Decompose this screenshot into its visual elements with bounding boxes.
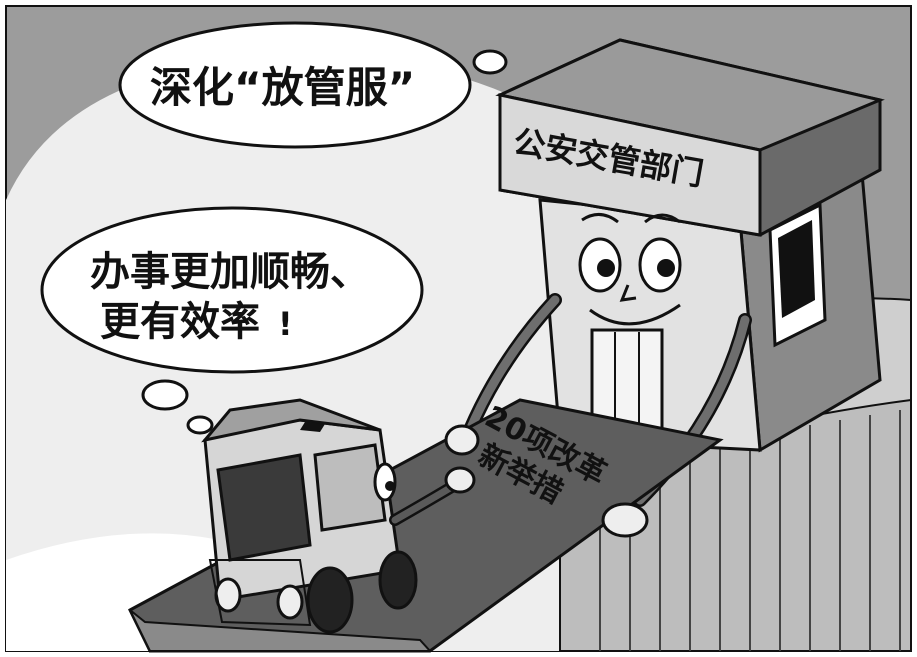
- car-windshield: [216, 453, 312, 562]
- car-front-panel: [208, 559, 312, 627]
- thought-dot-large: [141, 379, 189, 411]
- car-wheel-back: [378, 550, 418, 610]
- car-roof-light: [300, 422, 325, 432]
- car-hand: [444, 466, 476, 494]
- left-bubble-exclaim: !: [278, 305, 293, 343]
- left-bubble-line-2: 更有效率: [100, 299, 260, 345]
- top-bubble-text: 深化“放管服”: [150, 63, 415, 112]
- nose: [619, 284, 637, 302]
- ramp-edge: [129, 609, 433, 652]
- left-hand: [444, 424, 480, 456]
- sign-board: [498, 93, 762, 237]
- top-speech-bubble: [118, 21, 472, 149]
- car-wheel-front: [306, 566, 354, 634]
- left-thought-bubble: [40, 206, 424, 374]
- thought-dot-small: [186, 415, 214, 435]
- top-bubble-tail: [472, 49, 508, 75]
- car-pupil: [385, 481, 395, 491]
- window-dark: [778, 220, 815, 318]
- car-roof: [201, 398, 381, 443]
- car-side-window: [313, 443, 387, 532]
- right-eyebrow: [644, 213, 681, 224]
- smile: [589, 303, 681, 326]
- door: [590, 328, 664, 432]
- right-hand: [601, 502, 649, 538]
- left-bubble-line-1: 办事更加顺畅、: [90, 249, 370, 295]
- left-arm-fill: [465, 295, 560, 435]
- left-eyebrow: [581, 213, 619, 224]
- right-pupil: [657, 259, 675, 277]
- left-pupil: [597, 259, 615, 277]
- car-headlight-right: [276, 584, 304, 620]
